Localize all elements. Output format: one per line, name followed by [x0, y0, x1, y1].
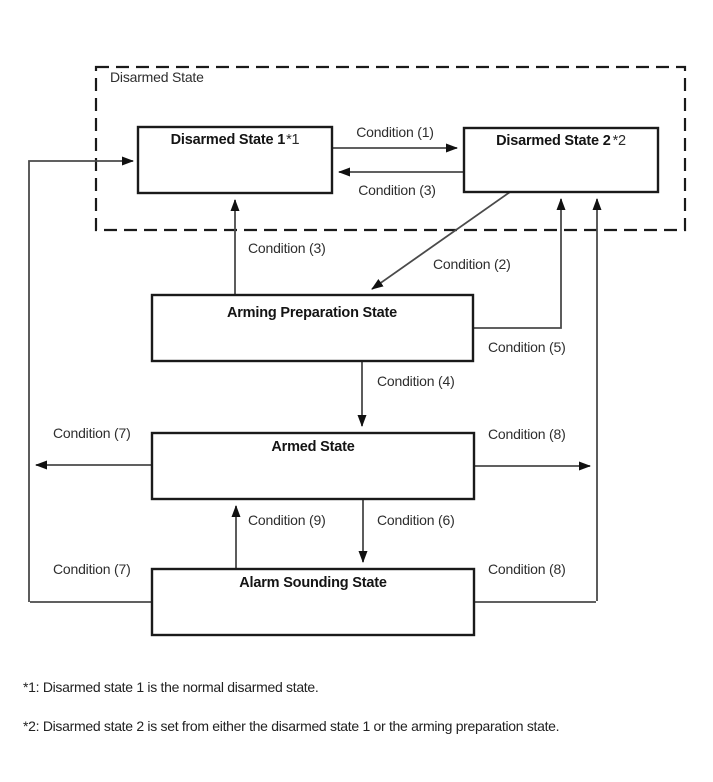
state-box-arming-preparation [150, 293, 475, 363]
condition-label-1: Condition (1) [356, 124, 434, 140]
disarmed-group-label: Disarmed State [110, 69, 204, 85]
condition-label-3-up: Condition (3) [248, 240, 326, 256]
condition-label-4: Condition (4) [377, 373, 455, 389]
condition-label-7-alarm: Condition (7) [53, 561, 131, 577]
arrow-condition-2-diagonal [371, 191, 511, 290]
state-box-armed [150, 431, 476, 501]
state-box-disarmed-1 [136, 125, 334, 195]
footnote-ref-1: *1 [286, 132, 299, 148]
state-label-arming-preparation: Arming Preparation State [227, 305, 397, 321]
condition-label-8-armed: Condition (8) [488, 426, 566, 442]
state-box-alarm-sounding [150, 567, 476, 637]
condition-label-8-alarm: Condition (8) [488, 561, 566, 577]
disarmed-group-border [94, 65, 687, 232]
footnote-2: *2: Disarmed state 2 is set from either … [23, 718, 559, 734]
condition-label-9: Condition (9) [248, 512, 326, 528]
condition-label-2: Condition (2) [433, 256, 511, 272]
state-box-disarmed-2 [462, 126, 660, 194]
condition-label-7-armed: Condition (7) [53, 425, 131, 441]
state-label-armed: Armed State [271, 439, 354, 455]
arrow-return-to-disarmed1 [28, 156, 134, 602]
footnote-1: *1: Disarmed state 1 is the normal disar… [23, 679, 318, 695]
footnote-ref-2: *2 [613, 133, 626, 149]
condition-label-6: Condition (6) [377, 512, 455, 528]
arrow-condition-5 [473, 198, 566, 329]
state-label-disarmed-2: Disarmed State 2*2 [496, 133, 626, 149]
condition-label-3-between: Condition (3) [358, 182, 436, 198]
state-label-disarmed-1: Disarmed State 1*1 [171, 132, 300, 148]
state-label-alarm-sounding: Alarm Sounding State [239, 575, 387, 591]
condition-label-5: Condition (5) [488, 339, 566, 355]
